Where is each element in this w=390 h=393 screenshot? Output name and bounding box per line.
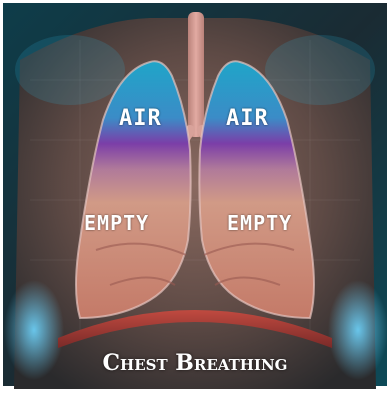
left-lung-empty-label: EMPTY bbox=[84, 211, 149, 235]
trachea bbox=[188, 12, 204, 137]
right-lung-air-label: AIR bbox=[226, 106, 269, 131]
diagram-caption: Chest Breathing bbox=[0, 350, 390, 376]
right-lung-empty-label: EMPTY bbox=[227, 211, 292, 235]
left-lung-air-label: AIR bbox=[119, 106, 162, 131]
